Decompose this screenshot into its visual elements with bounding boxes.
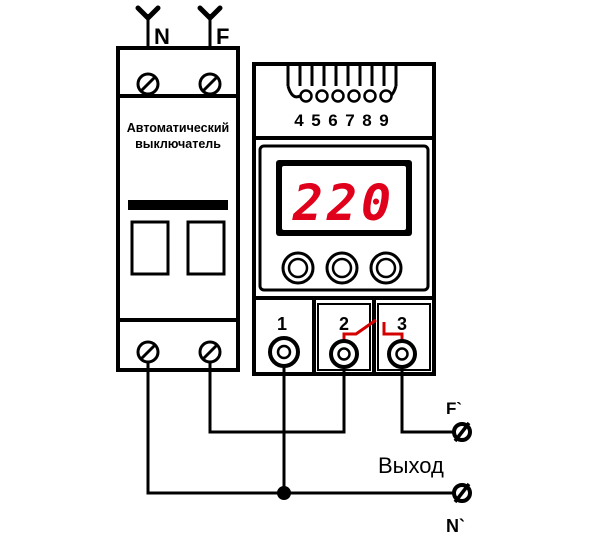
aux-terminal-number-9: 9 <box>379 111 388 130</box>
aux-terminal-number-6: 6 <box>328 111 337 130</box>
terminal-label-2: 2 <box>339 314 349 334</box>
wire-relay-3-to-output-f <box>400 367 455 434</box>
output-n-label: N` <box>446 516 465 536</box>
breaker-bottom-terminal-right <box>198 340 222 364</box>
aux-terminal-number-5: 5 <box>311 111 320 130</box>
output-f-label: F` <box>446 399 462 418</box>
output-caption: Выход <box>378 453 444 478</box>
breaker-title-line2: выключатель <box>135 137 221 151</box>
input-f-label: F <box>216 24 229 49</box>
breaker-switch-right <box>186 220 226 276</box>
relay-terminal-1 <box>268 336 300 368</box>
terminal-label-1: 1 <box>277 314 287 334</box>
wiring <box>146 362 455 495</box>
relay-terminal-3 <box>387 339 417 369</box>
aux-terminal-number-4: 4 <box>294 111 304 130</box>
relay-button-3[interactable] <box>369 251 403 285</box>
input-n-label: N <box>154 24 170 49</box>
output-n-terminal <box>452 482 472 504</box>
relay-button-1[interactable] <box>281 251 315 285</box>
display-value: 220 <box>292 174 395 232</box>
breaker-toggle-bar <box>128 200 228 210</box>
output-f-terminal <box>452 421 472 443</box>
relay-terminal-2 <box>329 339 359 369</box>
terminal-label-3: 3 <box>397 314 407 334</box>
wire-breaker-n-to-output-n <box>146 362 455 495</box>
aux-terminal-number-7: 7 <box>345 111 354 130</box>
circuit-breaker: N F Автоматический выключатель <box>116 5 240 372</box>
wire-breaker-f-to-relay-2 <box>208 362 346 434</box>
relay-button-2[interactable] <box>325 251 359 285</box>
neutral-junction-dot <box>277 486 291 500</box>
breaker-switch-left <box>130 220 170 276</box>
aux-terminal-block <box>286 64 398 103</box>
breaker-bottom-terminal-left <box>136 340 160 364</box>
breaker-top-terminal-right <box>198 72 222 96</box>
aux-terminal-number-8: 8 <box>362 111 371 130</box>
voltage-relay: 4 5 6 7 8 9 220 1 2 3 <box>252 62 436 376</box>
breaker-top-terminal-left <box>136 72 160 96</box>
breaker-title-line1: Автоматический <box>127 121 229 135</box>
